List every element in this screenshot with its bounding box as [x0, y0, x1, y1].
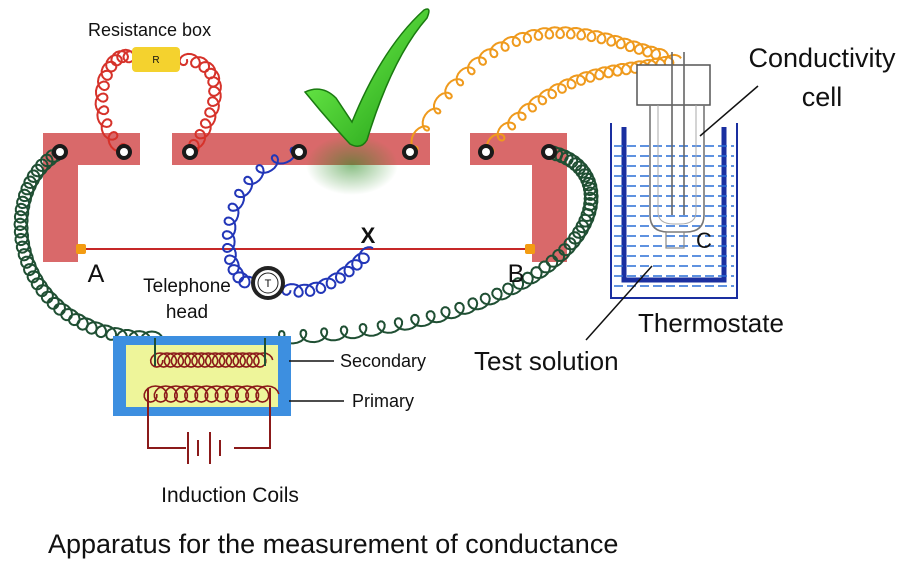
test-solution-pointer — [585, 265, 653, 341]
resistance-box-lead-left — [94, 48, 142, 153]
point-c-label: C — [696, 228, 712, 253]
telephone-label-line2: head — [166, 302, 208, 323]
conductivity-cell-label-line1: Conductivity — [748, 43, 896, 73]
right-supply-lead — [256, 145, 599, 346]
thermostate-outer — [610, 123, 738, 299]
thermostate — [610, 123, 738, 299]
end-b-clip — [525, 244, 535, 254]
resistor: R — [132, 47, 180, 72]
battery-icon — [187, 432, 221, 464]
terminal-7[interactable] — [541, 144, 557, 160]
conductivity-cell — [636, 52, 711, 249]
terminal-4[interactable] — [291, 144, 307, 160]
point-a-label: A — [88, 260, 105, 288]
checkmark-shadow — [306, 135, 398, 195]
end-a-clip — [76, 244, 86, 254]
checkmark-icon — [303, 8, 430, 147]
resistance-box-lead-right — [178, 52, 222, 159]
terminal-5[interactable] — [402, 144, 418, 160]
terminals — [52, 144, 557, 160]
cell-cap — [636, 64, 711, 106]
telephone-head-icon: T — [251, 266, 285, 300]
conductivity-pointer — [699, 85, 759, 137]
secondary-leads — [154, 338, 266, 366]
liquid-lines — [614, 145, 734, 287]
electrode-plate — [665, 231, 685, 249]
telephone-symbol: T — [265, 278, 272, 290]
left-strip — [43, 133, 140, 262]
primary-circuit — [147, 388, 271, 449]
point-b-label: B — [508, 260, 525, 288]
jockey-lead — [221, 146, 374, 298]
test-solution-label: Test solution — [474, 346, 619, 376]
terminal-1[interactable] — [52, 144, 68, 160]
induction-coils-label: Induction Coils — [161, 484, 299, 507]
secondary-label: Secondary — [340, 351, 426, 371]
right-strip — [470, 133, 567, 262]
test-solution-beaker — [621, 127, 727, 283]
resistor-symbol: R — [152, 55, 159, 66]
cell-lead-lower — [485, 53, 682, 154]
figure-caption: Apparatus for the measurement of conduct… — [48, 529, 618, 559]
induction-coil — [113, 336, 291, 416]
telephone-label-line1: Telephone — [143, 276, 231, 297]
thermostate-label: Thermostate — [638, 308, 784, 338]
primary-label: Primary — [352, 391, 414, 411]
terminal-2[interactable] — [116, 144, 132, 160]
conductivity-cell-label-line2: cell — [802, 82, 843, 112]
terminal-6[interactable] — [478, 144, 494, 160]
cell-lead-upper — [410, 26, 670, 152]
primary-winding — [143, 385, 280, 403]
resistance-box-label: Resistance box — [88, 20, 211, 40]
cell-inner-tube — [657, 105, 697, 225]
secondary-winding — [149, 352, 274, 368]
terminal-3[interactable] — [182, 144, 198, 160]
left-supply-lead — [13, 145, 164, 346]
pointer-lines — [289, 85, 759, 402]
point-x-label: X — [361, 223, 376, 248]
